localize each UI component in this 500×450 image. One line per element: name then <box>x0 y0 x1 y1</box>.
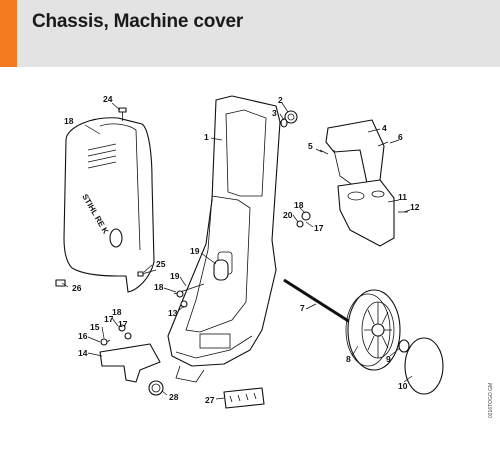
wheel-8 <box>345 289 401 371</box>
callout-21: 20 <box>283 210 293 220</box>
screw-kit-27 <box>223 387 265 409</box>
nut-13 <box>180 300 188 308</box>
callout-25: 25 <box>156 259 166 269</box>
axle-7 <box>283 278 351 324</box>
callout-2: 2 <box>278 95 283 105</box>
callout-18-lower: 18 <box>112 307 122 317</box>
cap-and-seal-2-3 <box>280 110 298 128</box>
callout-28: 28 <box>169 392 179 402</box>
callout-6: 6 <box>398 132 403 142</box>
drawing-code: 0216TOGO GM <box>488 383 494 418</box>
hub-cap-10 <box>404 337 444 395</box>
screw-24 <box>118 107 127 121</box>
callout-18-mid: 18 <box>154 282 164 292</box>
callout-15: 15 <box>90 322 100 332</box>
handle-bracket-4 <box>319 119 389 189</box>
callout-4: 4 <box>382 123 387 133</box>
callout-7: 7 <box>300 303 305 313</box>
callout-11: 11 <box>398 192 407 202</box>
callout-17-mid: 17 <box>104 314 114 324</box>
callout-3: 3 <box>272 108 277 118</box>
callout-19: 19 <box>170 271 180 281</box>
callout-14: 14 <box>78 348 88 358</box>
callout-10: 10 <box>398 381 408 391</box>
callout-labels: 18 24 26 1 2 3 4 5 6 11 12 18 20 17 19 2… <box>64 94 420 405</box>
callout-18-upper: 18 <box>294 200 304 210</box>
sleeve-20 <box>213 259 229 281</box>
hub-9 <box>398 339 410 353</box>
callout-24: 24 <box>103 94 113 104</box>
callout-12: 12 <box>410 202 420 212</box>
parts-drawing: STIHL RE K <box>55 94 494 418</box>
page-title: Chassis, Machine cover <box>32 11 244 32</box>
bolt-19 <box>173 283 205 298</box>
callout-13: 13 <box>168 308 178 318</box>
callout-17-lower: 17 <box>118 319 128 329</box>
callout-8: 8 <box>346 354 351 364</box>
callout-26: 26 <box>72 283 82 293</box>
callout-1: 1 <box>204 132 209 142</box>
callout-27: 27 <box>205 395 215 405</box>
callout-5: 5 <box>308 141 313 151</box>
chassis-frame <box>167 95 281 383</box>
header-accent-bar <box>0 0 17 67</box>
callout-22-23: 18 <box>64 116 74 126</box>
exploded-parts-diagram: STIHL RE K <box>0 67 500 450</box>
page-header: Chassis, Machine cover <box>0 0 500 67</box>
mounting-bracket-14 <box>99 338 161 383</box>
washer-cluster-lower <box>118 324 132 340</box>
hose-holder-11 <box>337 179 408 247</box>
callout-9: 9 <box>386 354 391 364</box>
callout-17-upper: 17 <box>314 223 324 233</box>
callout-16: 16 <box>78 331 88 341</box>
screw-25 <box>137 269 157 277</box>
clip-26 <box>55 279 66 287</box>
machine-cover: STIHL RE K <box>63 117 155 293</box>
leader-lines <box>61 102 413 400</box>
callout-20: 19 <box>190 246 200 256</box>
washer-cluster-upper <box>296 211 311 228</box>
clamp-ring-28 <box>148 380 164 396</box>
